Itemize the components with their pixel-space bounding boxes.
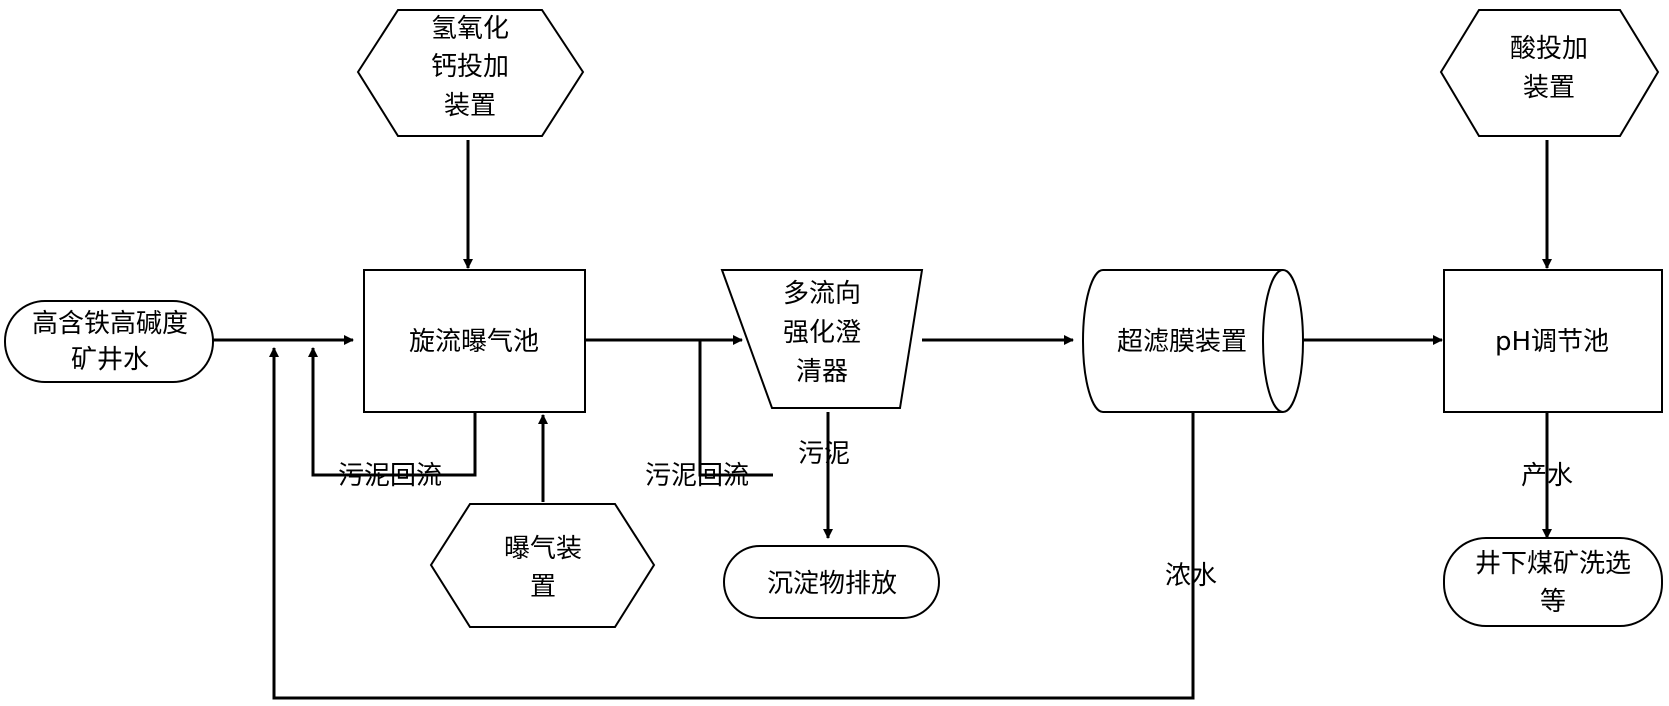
- acid-doser-label-line1: 酸投加: [1510, 34, 1588, 64]
- node-aerator: 曝气装 置: [429, 503, 656, 628]
- source-label-line1: 高含铁高碱度: [32, 309, 188, 339]
- sludge-return-loop-2: [698, 340, 773, 477]
- node-lime-doser: 氢氧化 钙投加 装置: [356, 9, 585, 137]
- product-water-label: 产水: [1521, 461, 1573, 491]
- aerator-label-line1: 曝气装: [504, 534, 582, 564]
- uf-membrane-label: 超滤膜装置: [1117, 327, 1247, 357]
- sludge-return-label-1: 污泥回流: [338, 461, 442, 491]
- clarifier-label-line1: 多流向: [783, 279, 861, 309]
- concentrate-return-loop: [269, 347, 1195, 700]
- node-aeration-tank: 旋流曝气池: [363, 269, 586, 413]
- edge-labels: 污泥回流 污泥回流 污泥 浓水 产水: [338, 439, 1573, 591]
- ph-tank-label: pH调节池: [1495, 327, 1609, 357]
- node-discharge: 沉淀物排放: [723, 545, 940, 619]
- node-clarifier: 多流向 强化澄 清器: [720, 269, 924, 409]
- acid-doser-label-line2: 装置: [1523, 73, 1575, 103]
- discharge-label: 沉淀物排放: [767, 569, 897, 599]
- lime-doser-label-line3: 装置: [444, 91, 496, 121]
- concentrate-label: 浓水: [1165, 561, 1217, 591]
- source-label-line2: 矿井水: [71, 345, 149, 375]
- lime-doser-label-line1: 氢氧化: [431, 14, 509, 44]
- node-source: 高含铁高碱度 矿井水: [4, 300, 214, 383]
- sludge-label: 污泥: [798, 439, 850, 469]
- aeration-tank-label: 旋流曝气池: [409, 327, 539, 357]
- node-acid-doser: 酸投加 装置: [1439, 9, 1660, 137]
- sludge-return-label-2: 污泥回流: [645, 461, 749, 491]
- sludge-return-loop-1: [308, 347, 477, 477]
- end-use-label-line1: 井下煤矿洗选: [1475, 549, 1631, 579]
- clarifier-label-line2: 强化澄: [783, 318, 861, 348]
- lime-doser-label-line2: 钙投加: [431, 52, 509, 82]
- aerator-label-line2: 置: [530, 572, 556, 602]
- node-uf-membrane: 超滤膜装置: [1082, 269, 1304, 413]
- node-end-use: 井下煤矿洗选 等: [1443, 537, 1663, 627]
- clarifier-label-line3: 清器: [796, 357, 848, 387]
- end-use-label-line2: 等: [1540, 587, 1566, 617]
- connectors: [213, 140, 1552, 700]
- node-ph-tank: pH调节池: [1443, 269, 1663, 413]
